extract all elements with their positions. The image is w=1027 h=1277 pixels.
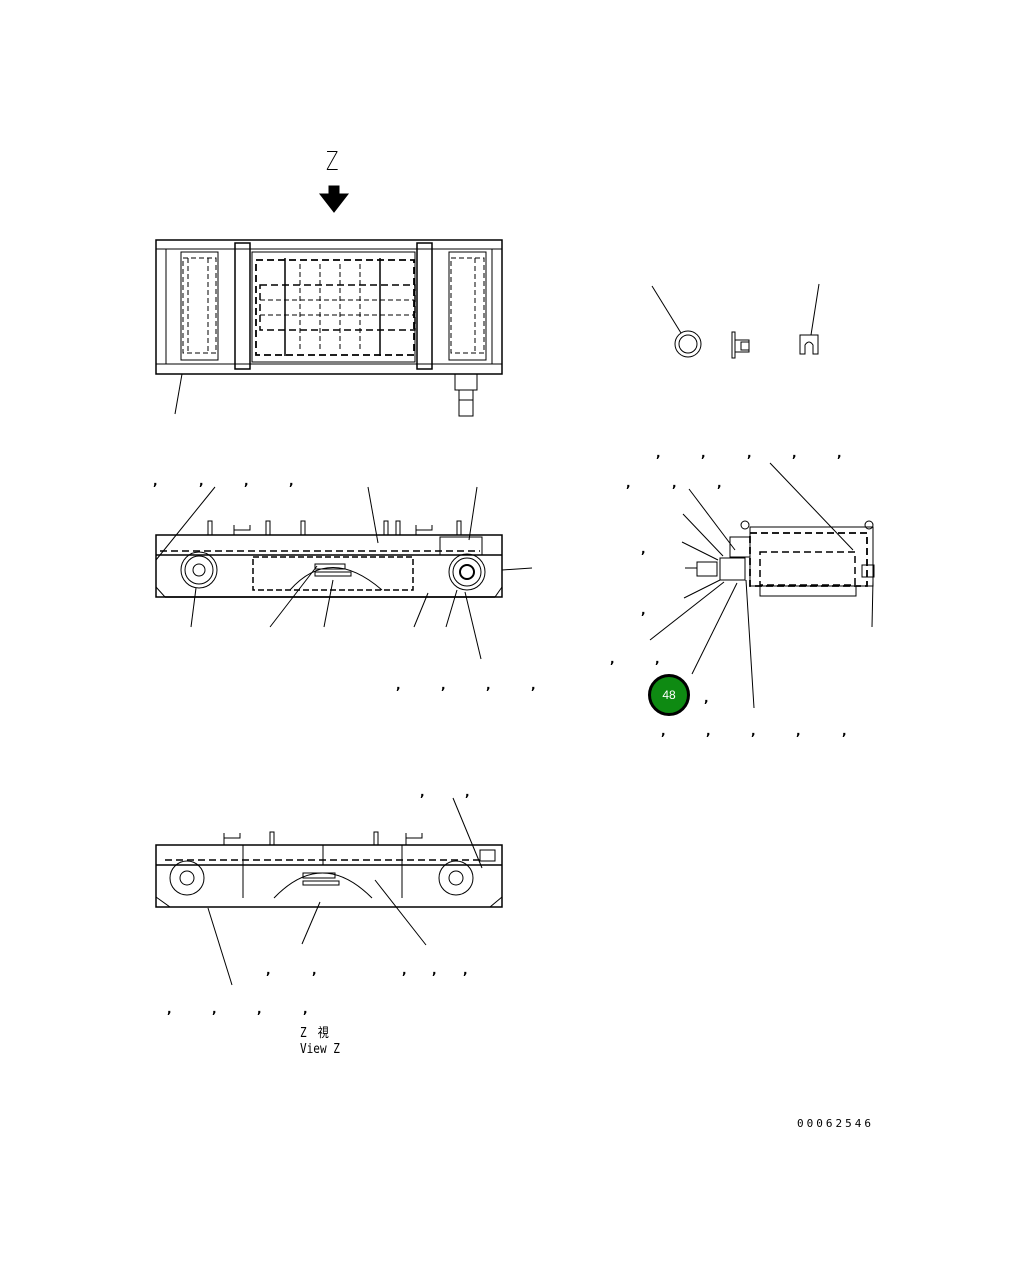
separator: , (289, 474, 294, 488)
separator: , (402, 963, 407, 977)
separator: , (212, 1002, 217, 1016)
separator: , (153, 474, 158, 488)
separator: , (796, 724, 801, 738)
separator: , (626, 476, 631, 490)
separator: , (610, 652, 615, 666)
separator: , (717, 476, 722, 490)
separator: , (199, 474, 204, 488)
separator: , (837, 446, 842, 460)
separator: , (257, 1002, 262, 1016)
separator: , (420, 785, 425, 799)
document-number: 00062546 (797, 1117, 874, 1130)
separator: , (656, 446, 661, 460)
top-view (155, 239, 503, 417)
separator: , (465, 785, 470, 799)
separator: , (167, 1002, 172, 1016)
separator: , (266, 963, 271, 977)
separator: , (486, 678, 491, 692)
separator: , (531, 678, 536, 692)
separator: , (655, 652, 660, 666)
separator: , (672, 476, 677, 490)
separator: , (312, 963, 317, 977)
separator: , (842, 724, 847, 738)
separator: , (701, 446, 706, 460)
separator: , (792, 446, 797, 460)
detail-parts (651, 283, 820, 359)
separator: , (432, 963, 437, 977)
separator: , (396, 678, 401, 692)
view-z (155, 797, 503, 986)
separator: , (704, 691, 709, 705)
part-callout-48[interactable]: 48 (648, 674, 690, 716)
view-direction-label: Z (326, 147, 339, 177)
separator: , (463, 963, 468, 977)
separator: , (751, 724, 756, 738)
separator: , (641, 603, 646, 617)
separator: , (244, 474, 249, 488)
view-caption-jp: Z 視 (300, 1026, 329, 1041)
separator: , (441, 678, 446, 692)
view-caption-en: View Z (300, 1042, 340, 1057)
view-caption: Z 視 View Z (300, 1026, 340, 1058)
separator: , (303, 1002, 308, 1016)
separator: , (661, 724, 666, 738)
side-view (649, 462, 875, 709)
separator: , (641, 542, 646, 556)
view-z-arrow-icon (318, 185, 350, 213)
front-view (155, 486, 533, 660)
separator: , (747, 446, 752, 460)
separator: , (706, 724, 711, 738)
